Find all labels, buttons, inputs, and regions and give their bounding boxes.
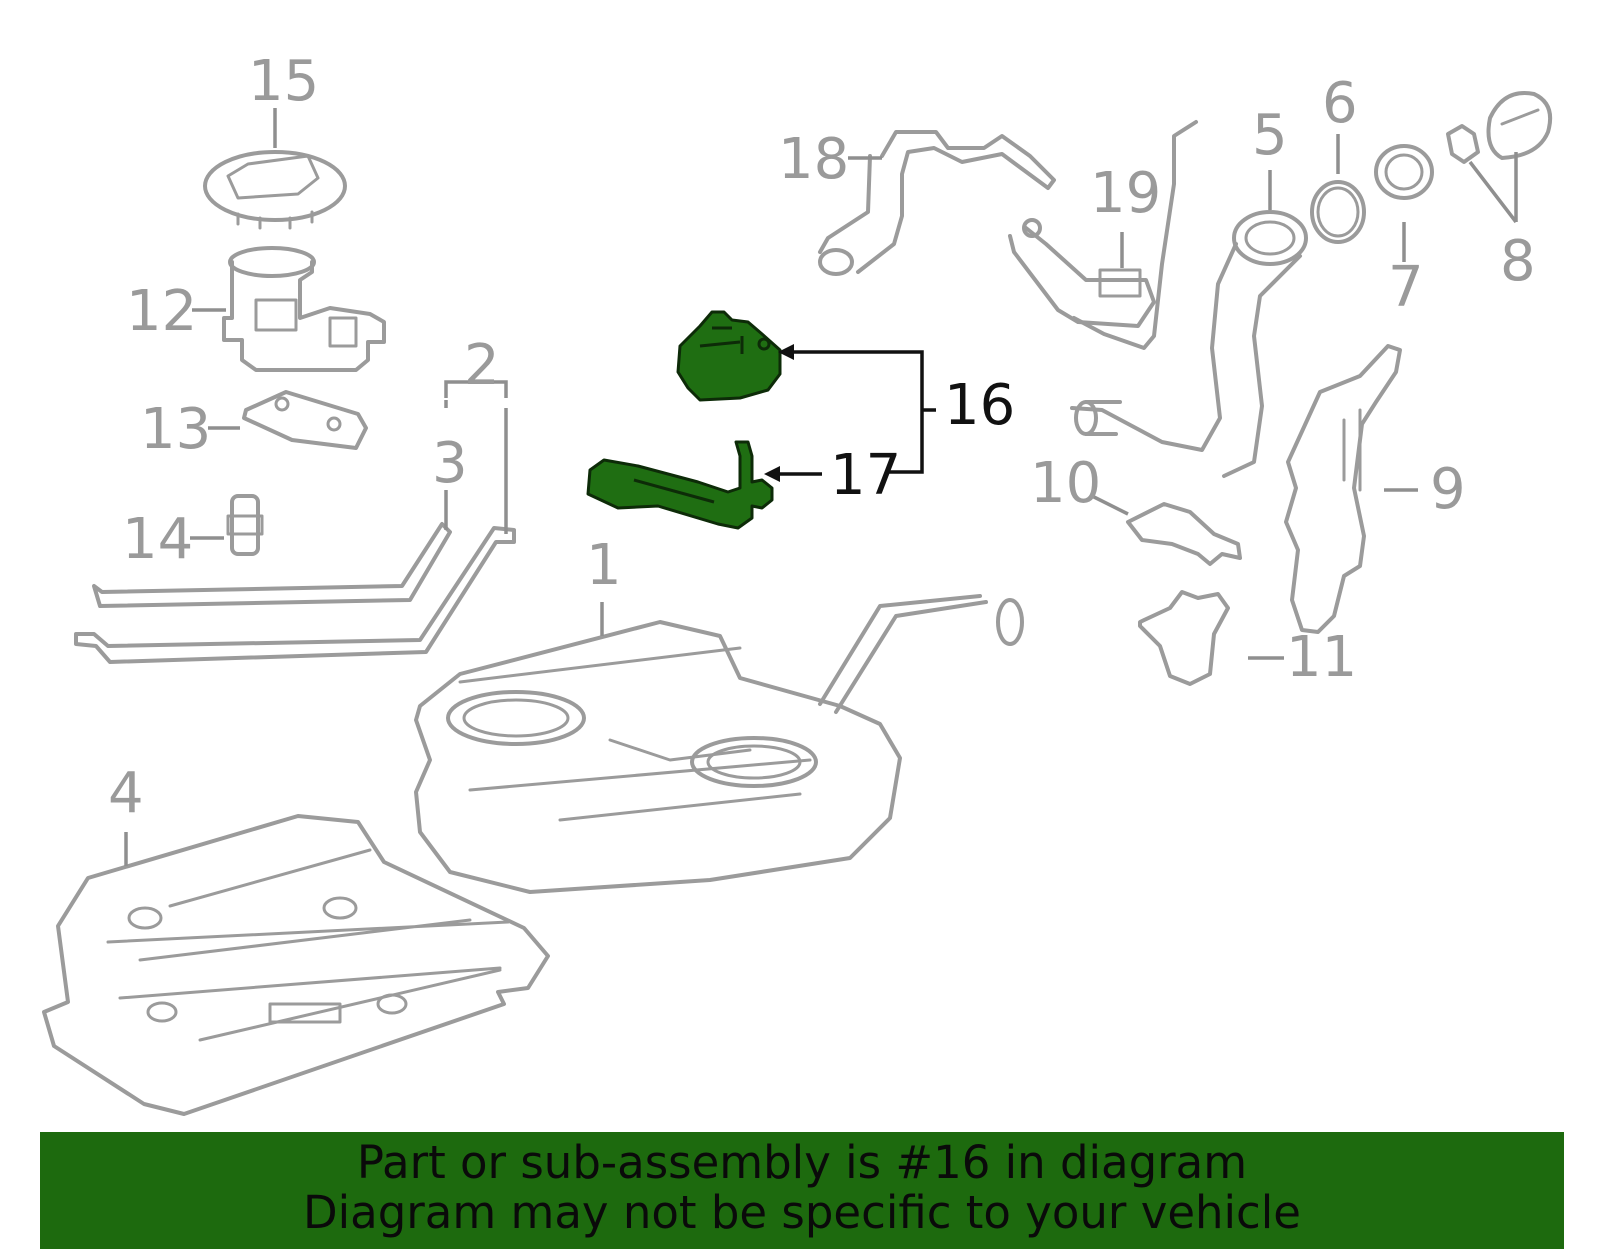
callout-13: 13: [140, 397, 211, 462]
callout-6: 6: [1322, 71, 1358, 136]
callout-1: 1: [586, 533, 622, 598]
part-7-ring: [1374, 144, 1434, 200]
callout-11: 11: [1286, 625, 1357, 690]
callout-4: 4: [108, 761, 144, 826]
callout-12: 12: [126, 279, 197, 344]
part-9-filler-protector: [1284, 344, 1402, 634]
callout-10: 10: [1030, 451, 1101, 516]
callout-7: 7: [1388, 255, 1424, 320]
callout-3: 3: [432, 431, 468, 496]
part-19-vent-valve: [1008, 120, 1198, 350]
part-2-strap: [74, 526, 516, 664]
part-6-gasket: [1310, 180, 1366, 244]
callout-15: 15: [248, 49, 319, 114]
part-14-filter: [226, 494, 264, 556]
leader-lines-16-17: [764, 344, 936, 482]
callout-5: 5: [1252, 103, 1288, 168]
callout-18: 18: [778, 127, 849, 192]
part-13-gasket: [242, 390, 368, 450]
callout-9: 9: [1430, 457, 1466, 522]
callout-labels: 15 12 13 14 2 3 1 4 18 19 5 6 7 8 9 10 1…: [108, 49, 1536, 826]
part-10-bracket: [1126, 502, 1242, 566]
callout-16: 16: [944, 373, 1015, 438]
banner-line-part-number: Part or sub-assembly is #16 in diagram: [356, 1136, 1248, 1189]
part-12-pump-module: [222, 246, 386, 372]
callout-19: 19: [1090, 161, 1161, 226]
callout-8: 8: [1500, 229, 1536, 294]
part-1-fuel-tank: [414, 594, 1024, 894]
part-4-under-guard: [42, 814, 550, 1116]
part-8-fuel-cap: [1446, 91, 1553, 164]
part-11-bracket: [1138, 590, 1230, 686]
leader-lines: [124, 108, 1518, 866]
callout-2: 2: [464, 333, 500, 398]
part-17-fuel-level-sender: [586, 440, 774, 530]
part-15-pump-lid: [203, 150, 347, 230]
part-5-filler-neck: [1070, 210, 1308, 478]
callout-14: 14: [122, 507, 193, 572]
info-banner: Part or sub-assembly is #16 in diagram D…: [40, 1132, 1564, 1249]
banner-line-disclaimer: Diagram may not be specific to your vehi…: [303, 1186, 1301, 1239]
part-18-vent-hose: [818, 130, 1056, 276]
part-16-fuel-pump-sender: [676, 310, 782, 402]
callout-17: 17: [830, 443, 901, 508]
